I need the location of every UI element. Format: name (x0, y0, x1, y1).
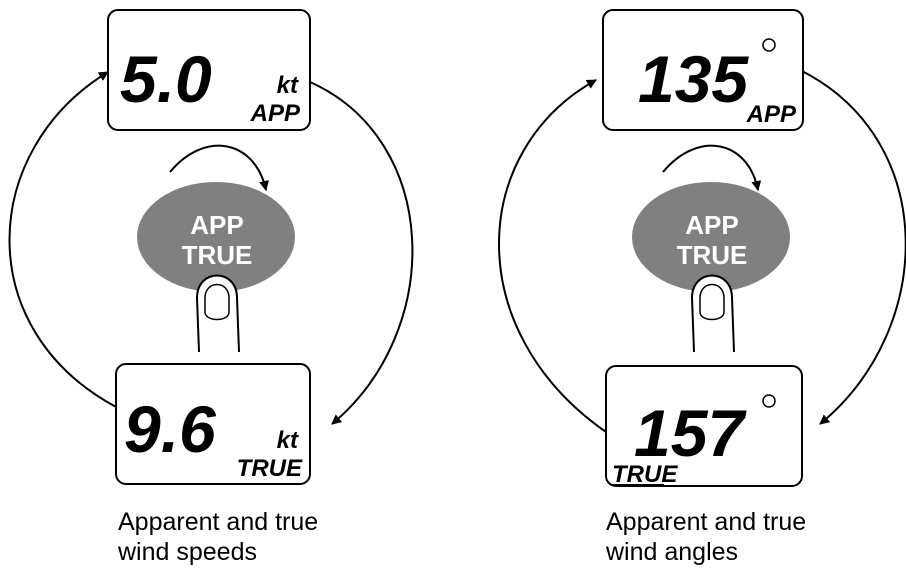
finger-icon (690, 274, 735, 353)
angle-value-true: 157 (634, 396, 747, 470)
degree-symbol (762, 38, 776, 52)
mode-label-true: TRUE (612, 461, 678, 488)
speed-unit-true: kt (277, 427, 299, 454)
mode-label-app: APP (746, 101, 797, 128)
app-true-button: APP TRUE (137, 182, 295, 292)
speed-unit-apparent: kt (277, 72, 299, 99)
button-label-true: TRUE (182, 240, 253, 270)
panel-wind-speeds: 5.0 kt APP APP TRUE 9.6 kt TRUE Apparent… (8, 9, 414, 566)
caption-line-1: Apparent and true (118, 508, 318, 536)
mode-label-true: TRUE (237, 455, 303, 482)
button-label-app: APP (685, 210, 738, 240)
caption-line-2: wind angles (605, 538, 738, 566)
finger-icon (195, 274, 240, 353)
caption-line-2: wind speeds (117, 538, 257, 566)
display-apparent-angle: 135 APP (602, 9, 804, 131)
speed-value-true: 9.6 (124, 392, 217, 466)
caption-line-1: Apparent and true (606, 508, 806, 536)
button-label-true: TRUE (677, 240, 748, 270)
mode-label-app: APP (250, 100, 301, 127)
press-arrow (662, 144, 762, 191)
degree-symbol (762, 394, 776, 408)
display-true-angle: 157 TRUE (605, 365, 803, 488)
panel-wind-angles: 135 APP APP TRUE 157 TRUE Apparent and t… (498, 9, 906, 566)
button-label-app: APP (190, 210, 243, 240)
cycle-arrow-bottom-to-top (8, 71, 119, 409)
cycle-arrow-bottom-to-top (498, 79, 607, 433)
cycle-arrow-top-to-bottom (309, 81, 414, 425)
display-apparent-speed: 5.0 kt APP (107, 9, 311, 131)
display-true-speed: 9.6 kt TRUE (115, 363, 311, 485)
app-true-button: APP TRUE (632, 182, 790, 292)
angle-value-apparent: 135 (638, 42, 749, 116)
press-arrow (169, 144, 269, 191)
cycle-arrow-top-to-bottom (799, 69, 906, 425)
speed-value-apparent: 5.0 (120, 42, 212, 116)
